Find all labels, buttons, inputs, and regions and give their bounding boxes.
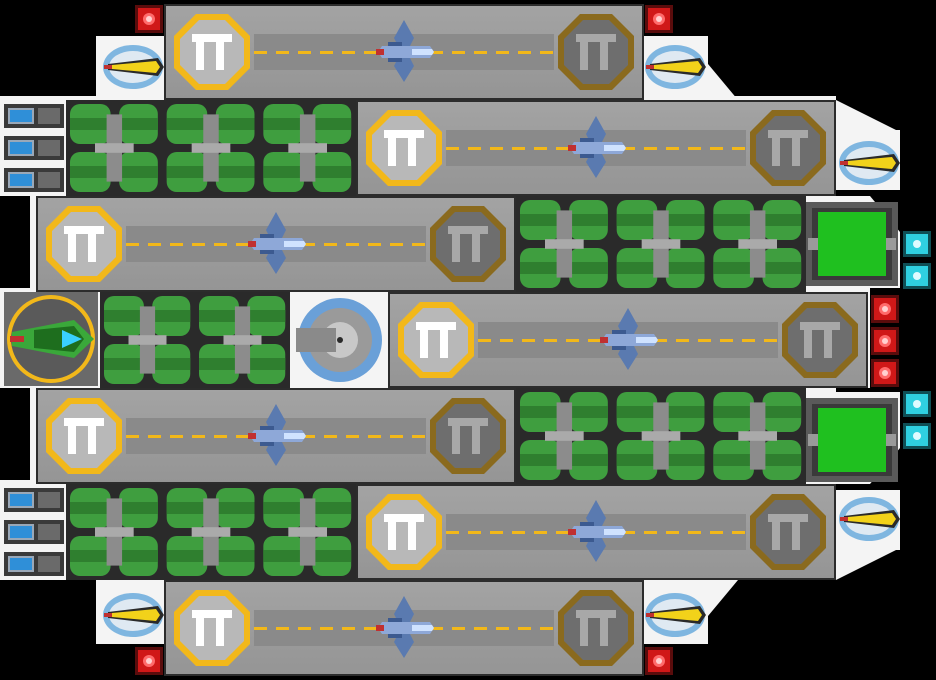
storage-tank-icon bbox=[520, 200, 802, 288]
fighter-jet-icon[interactable] bbox=[246, 208, 308, 280]
landing-pad-icon[interactable] bbox=[364, 492, 444, 572]
landing-pad-icon[interactable] bbox=[428, 204, 508, 284]
turret-pod-icon[interactable] bbox=[100, 586, 166, 644]
landing-pad-icon[interactable] bbox=[172, 12, 252, 92]
landing-pad-icon[interactable] bbox=[556, 12, 636, 92]
reactor-core-icon[interactable] bbox=[806, 202, 898, 286]
storage-tank-icon bbox=[70, 488, 352, 576]
hull-wedge bbox=[836, 100, 900, 132]
storage-tank-block bbox=[66, 484, 356, 580]
landing-pad-icon[interactable] bbox=[364, 108, 444, 188]
alarm-module-icon[interactable] bbox=[134, 646, 164, 676]
alarm-module-icon[interactable] bbox=[644, 646, 674, 676]
storage-tank-icon bbox=[104, 296, 286, 384]
fighter-jet-icon[interactable] bbox=[374, 16, 436, 88]
turret-pod-icon[interactable] bbox=[642, 586, 708, 644]
fighter-jet-icon[interactable] bbox=[246, 400, 308, 472]
thruster-icon[interactable] bbox=[4, 102, 64, 130]
turret-pod-icon[interactable] bbox=[836, 134, 902, 192]
shield-emitter-icon[interactable] bbox=[902, 230, 932, 258]
hull-wedge bbox=[836, 548, 900, 580]
storage-tank-block bbox=[516, 388, 806, 484]
storage-tank-block bbox=[516, 196, 806, 292]
landing-pad-icon[interactable] bbox=[748, 492, 828, 572]
landing-pad-icon[interactable] bbox=[780, 300, 860, 380]
alarm-module-icon[interactable] bbox=[870, 358, 900, 388]
hull-wedge bbox=[708, 580, 738, 616]
hull-wedge bbox=[708, 64, 738, 100]
cannon-turret-icon[interactable] bbox=[290, 292, 388, 388]
landing-pad-icon[interactable] bbox=[556, 588, 636, 668]
thruster-icon[interactable] bbox=[4, 486, 64, 514]
command-bridge-icon[interactable] bbox=[4, 292, 98, 386]
alarm-module-icon[interactable] bbox=[870, 294, 900, 324]
landing-pad-icon[interactable] bbox=[44, 396, 124, 476]
storage-tank-icon bbox=[70, 104, 352, 192]
storage-tank-icon bbox=[520, 392, 802, 480]
landing-pad-icon[interactable] bbox=[44, 204, 124, 284]
fighter-jet-icon[interactable] bbox=[374, 592, 436, 664]
reactor-core-icon[interactable] bbox=[806, 398, 898, 482]
landing-pad-icon[interactable] bbox=[396, 300, 476, 380]
thruster-icon[interactable] bbox=[4, 550, 64, 578]
turret-pod-icon[interactable] bbox=[836, 490, 902, 548]
alarm-module-icon[interactable] bbox=[644, 4, 674, 34]
fighter-jet-icon[interactable] bbox=[598, 304, 660, 376]
storage-tank-block bbox=[66, 100, 356, 196]
alarm-module-icon[interactable] bbox=[870, 326, 900, 356]
shield-emitter-icon[interactable] bbox=[902, 262, 932, 290]
turret-pod-icon[interactable] bbox=[100, 38, 166, 96]
turret-pod-icon[interactable] bbox=[642, 38, 708, 96]
thruster-icon[interactable] bbox=[4, 518, 64, 546]
fighter-jet-icon[interactable] bbox=[566, 496, 628, 568]
storage-tank-block bbox=[100, 292, 290, 388]
thruster-icon[interactable] bbox=[4, 166, 64, 194]
landing-pad-icon[interactable] bbox=[428, 396, 508, 476]
landing-pad-icon[interactable] bbox=[748, 108, 828, 188]
thruster-icon[interactable] bbox=[4, 134, 64, 162]
landing-pad-icon[interactable] bbox=[172, 588, 252, 668]
fighter-jet-icon[interactable] bbox=[566, 112, 628, 184]
alarm-module-icon[interactable] bbox=[134, 4, 164, 34]
shield-emitter-icon[interactable] bbox=[902, 390, 932, 418]
shield-emitter-icon[interactable] bbox=[902, 422, 932, 450]
